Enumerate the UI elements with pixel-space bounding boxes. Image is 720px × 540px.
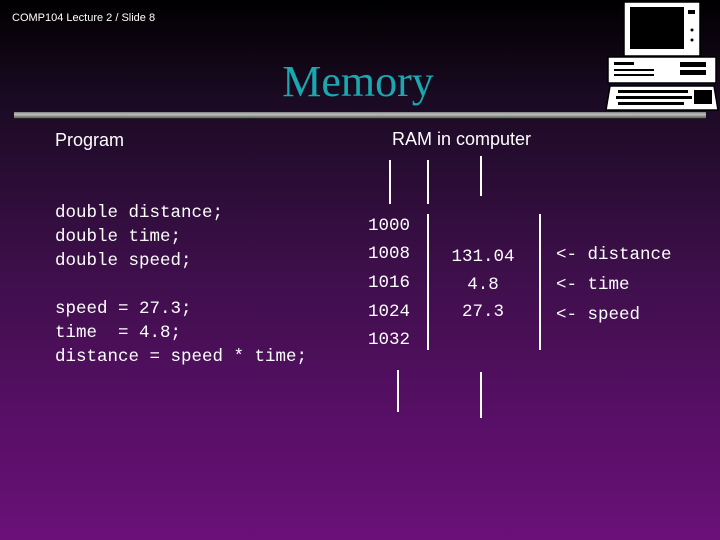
desktop-computer-icon xyxy=(605,1,719,111)
code-line: double speed; xyxy=(55,251,192,271)
memory-value: 131.04 xyxy=(451,247,515,267)
memory-address: 1024 xyxy=(368,302,411,322)
ram-label: RAM in computer xyxy=(392,129,532,149)
code-line: speed = 27.3; xyxy=(55,299,192,319)
variable-annotation: <- distance xyxy=(556,245,672,265)
code-line: time = 4.8; xyxy=(55,323,182,343)
memory-cell-border-left xyxy=(427,214,429,350)
memory-address: 1008 xyxy=(368,244,411,264)
memory-address: 1000 xyxy=(368,216,411,236)
variable-annotation: <- time xyxy=(556,275,630,295)
title-divider xyxy=(14,112,706,118)
memory-column-line xyxy=(427,160,429,204)
memory-column-line xyxy=(397,370,399,412)
code-line: distance = speed * time; xyxy=(55,347,308,367)
slide-title: Memory xyxy=(282,57,434,106)
slide-header: COMP104 Lecture 2 / Slide 8 xyxy=(12,12,156,24)
code-line: double time; xyxy=(55,227,182,247)
memory-column-line xyxy=(480,156,482,196)
memory-value: 27.3 xyxy=(461,302,504,322)
variable-annotation: <- speed xyxy=(556,305,641,325)
code-line: double distance; xyxy=(55,203,224,223)
memory-address: 1032 xyxy=(368,330,411,350)
memory-column-line xyxy=(389,160,391,204)
program-label: Program xyxy=(55,130,125,150)
memory-value: 4.8 xyxy=(467,275,499,295)
memory-address: 1016 xyxy=(368,273,411,293)
memory-cell-border-right xyxy=(539,214,541,350)
memory-column-line xyxy=(480,372,482,418)
